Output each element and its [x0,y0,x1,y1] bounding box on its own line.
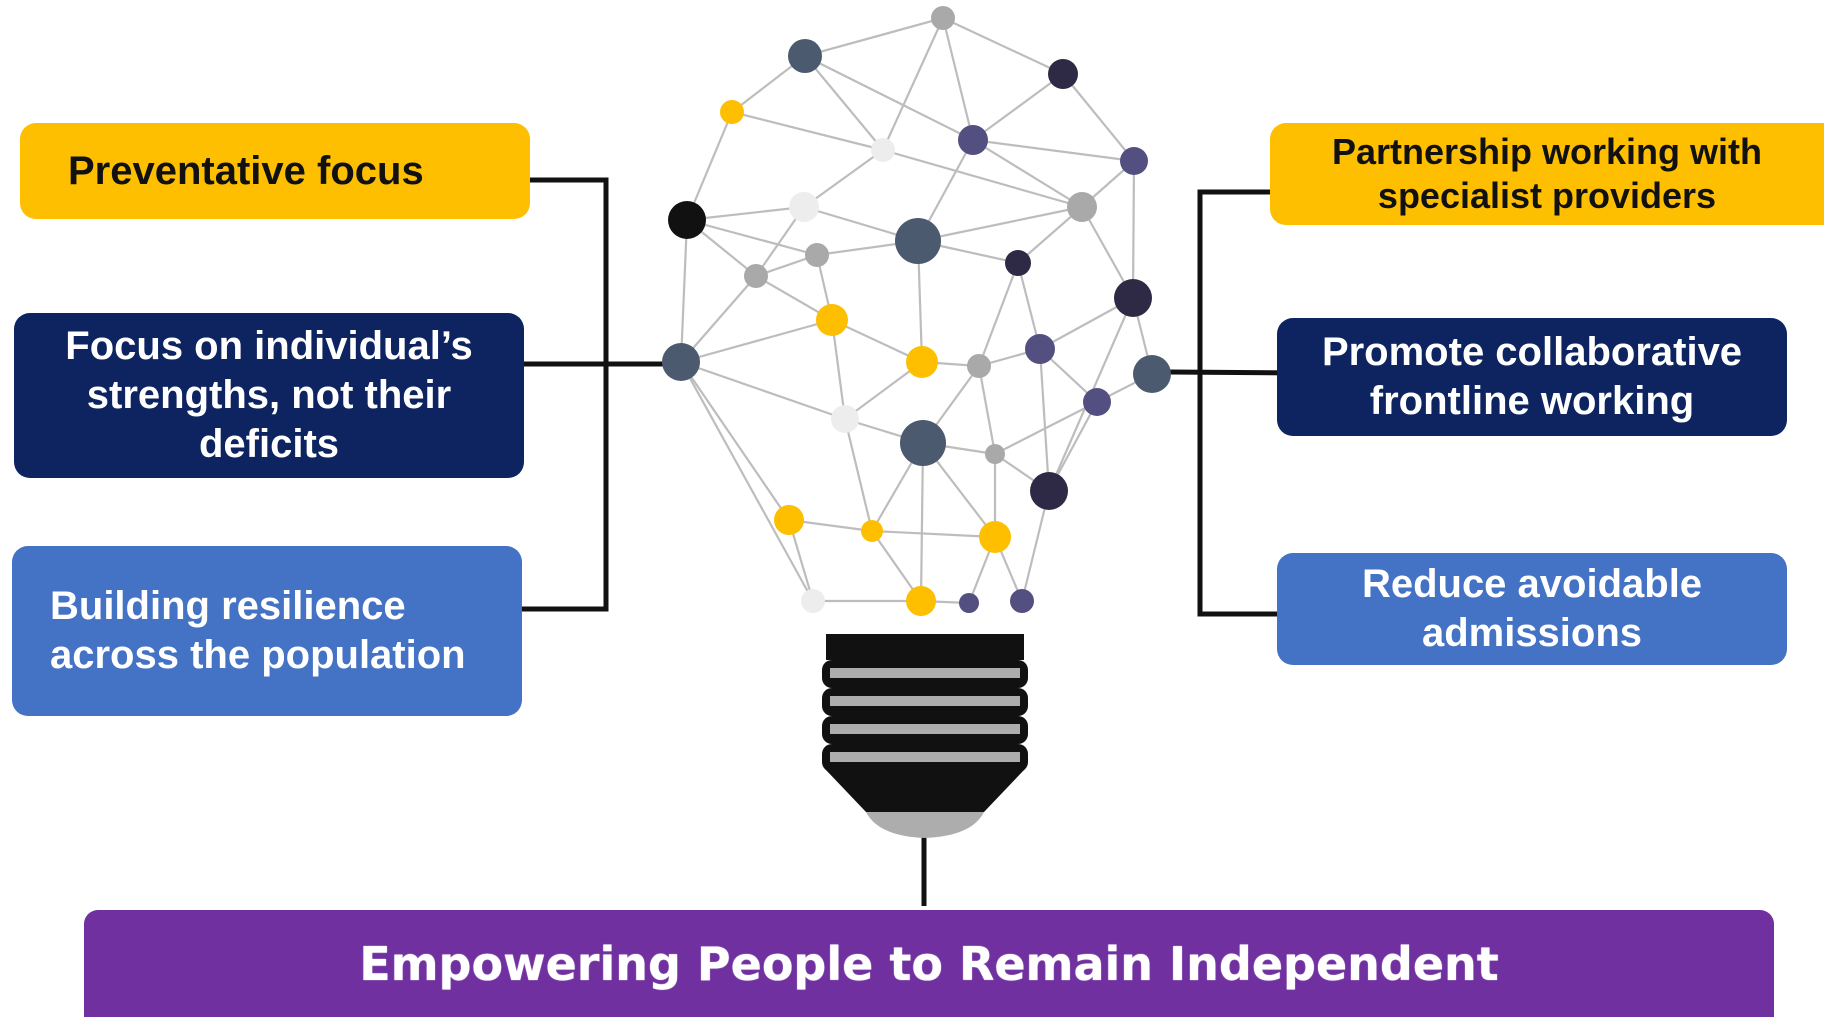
bulb-base-threads [822,660,1028,772]
partnership-working-line-1: Partnership working with [1331,131,1763,173]
network-edge [972,138,1135,163]
network-edge [942,17,1064,75]
network-edge [919,442,925,602]
network-node [1067,192,1097,222]
collaborative-frontline-box: Promote collaborative frontline working [1277,318,1787,436]
partnership-working-line-2: specialist providers [1377,175,1717,216]
network-node [1120,147,1148,175]
network-node [1005,250,1031,276]
network-edge [977,262,1020,367]
network-node [895,218,941,264]
building-resilience-line-2: across the population [50,633,466,677]
network-node [801,589,825,613]
network-edge [871,529,996,539]
preventative-focus-label: Preventative focus [68,148,424,193]
individual-strengths-line-2: strengths, not their [86,373,452,418]
network-edge [843,418,874,532]
individual-strengths-line-3: deficits [198,421,340,466]
network-edge [831,319,923,363]
network-edge [1131,160,1136,299]
network-edge [731,110,884,152]
bulb-base [822,634,1028,838]
network-node [720,100,744,124]
network-edge [680,275,757,363]
network-edge [1038,348,1051,492]
bulb-base-tip [826,770,1024,812]
network-edge [804,16,944,58]
network-edge [804,55,974,141]
connector-lines [502,177,1301,906]
network-edge [881,17,945,151]
network-edge [803,149,884,208]
collaborative-frontline-line-2: frontline working [1369,379,1695,423]
network-edge [977,365,997,455]
network-node [662,343,700,381]
network-edge [972,73,1064,141]
network-edge [804,55,884,151]
bulb-base-cap [826,634,1024,660]
network-edge [994,401,1098,455]
network-edge [882,148,1083,209]
reduce-admissions-line-1: Reduce avoidable [1361,562,1703,607]
network-node [1133,355,1171,393]
network-node [805,243,829,267]
network-edge [680,360,846,421]
network-edge [1062,73,1135,162]
network-node [985,444,1005,464]
building-resilience-box: Building resilience across the populatio… [12,546,522,716]
network-node [1025,334,1055,364]
network-node [906,586,936,616]
network-edge [917,205,1083,243]
network-edge [680,318,833,364]
network-edge [686,218,818,257]
banner-title: Empowering People to Remain Independent [359,936,1499,991]
network-edge [686,205,805,222]
reduce-admissions-line-2: admissions [1421,611,1643,655]
network-node [979,521,1011,553]
reduce-admissions-box: Reduce avoidable admissions [1277,553,1787,665]
left-bracket [522,177,609,612]
network-edges [679,16,1154,605]
right-bracket [1197,189,1277,617]
network-node [1083,388,1111,416]
individual-strengths-box: Focus on individual’s strengths, not the… [14,313,524,478]
empowering-people-banner: Empowering People to Remain Independent [84,910,1774,1017]
individual-strengths-line-1: Focus on individual’s [65,324,473,369]
network-edge [972,139,1083,208]
network-node [1010,589,1034,613]
network-node [967,354,991,378]
partnership-working-box: Partnership working with specialist prov… [1270,123,1824,225]
network-node [861,520,883,542]
network-node [1114,279,1152,317]
network-edge [830,319,847,420]
network-node [788,39,822,73]
network-node [668,201,706,239]
network-nodes [662,6,1171,616]
network-node [1030,472,1068,510]
network-edge [680,361,814,602]
network-node [1048,59,1078,89]
network-edge [685,111,734,221]
preventative-focus-box: Preventative focus [20,123,530,219]
network-node [831,405,859,433]
building-resilience-line-1: Building resilience [50,584,406,629]
network-node [744,264,768,288]
network-node [958,125,988,155]
network-node [959,593,979,613]
bulb-base-contact [866,812,984,838]
network-node [900,420,946,466]
network-node [789,192,819,222]
network-node [871,138,895,162]
collaborative-frontline-line-1: Promote collaborative [1321,330,1743,375]
network-node [816,304,848,336]
network-node [774,505,804,535]
network-edge [941,17,975,141]
network-edge [679,219,689,363]
network-node [931,6,955,30]
network-node [906,346,938,378]
network-edge [680,361,790,521]
